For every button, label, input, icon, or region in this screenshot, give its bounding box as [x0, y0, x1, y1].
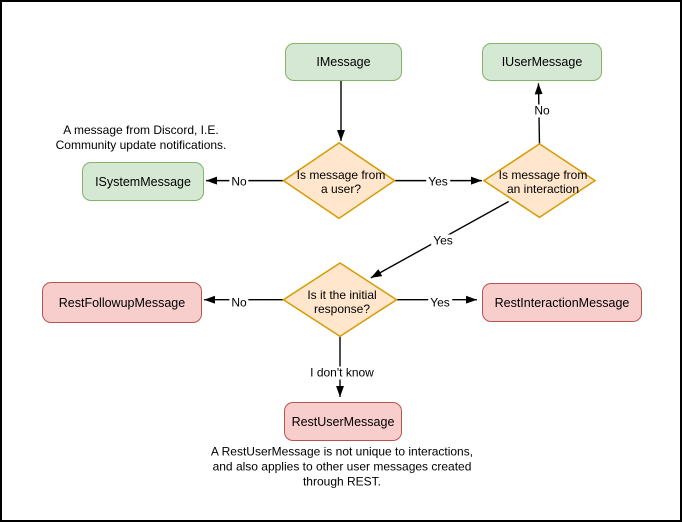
node-restinteractionmessage: RestInteractionMessage: [482, 283, 642, 322]
annotation-system-message-note: A message from Discord, I.E. Community u…: [55, 123, 227, 152]
edge-label-yes-to-interaction-decision: Yes: [426, 174, 450, 189]
edge-label-yes-to-initial-decision: Yes: [431, 233, 455, 248]
node-restfollowupmessage: RestFollowupMessage: [42, 282, 202, 323]
edge-label-i-dont-know: I don't know: [308, 365, 376, 380]
node-isystemmessage: ISystemMessage: [82, 162, 204, 201]
decision-diamond-from-user: [282, 142, 396, 220]
node-iusermessage: IUserMessage: [482, 43, 602, 81]
edge-label-yes-to-restinteraction: Yes: [428, 295, 452, 310]
node-imessage: IMessage: [285, 43, 402, 81]
edge-label-no-to-iusermessage: No: [532, 103, 552, 118]
decision-diamond-initial-response: [282, 262, 398, 338]
decision-diamond-from-interaction: [482, 143, 597, 219]
edge-label-no-to-isystemmessage: No: [229, 174, 249, 189]
decision-label-initial-response: Is it the initial response?: [307, 288, 377, 316]
annotation-restusermessage-note: A RestUserMessage is not unique to inter…: [210, 444, 474, 489]
decision-label-from-user: Is message from a user?: [296, 168, 386, 196]
decision-label-from-interaction: Is message from an interaction: [498, 168, 588, 196]
edge-label-no-to-restfollowup: No: [229, 295, 249, 310]
node-restusermessage: RestUserMessage: [284, 402, 402, 441]
